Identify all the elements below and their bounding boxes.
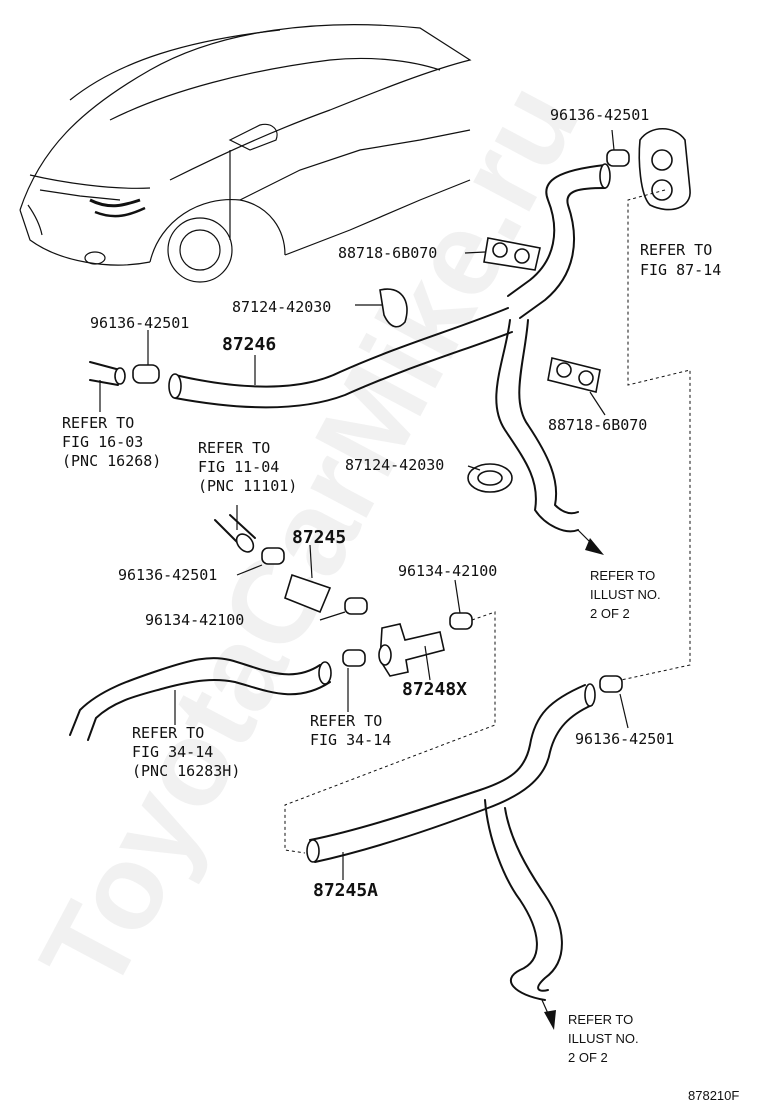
label-ref34a-1: REFER TO [132,724,204,742]
label-ref34a-3: (PNC 16283H) [132,762,240,780]
arrow-illust-1 [577,529,604,555]
figure-code: 878210F [688,1088,739,1103]
label-holder-mid: 88718-6B070 [548,416,647,434]
label-ref34b-2: FIG 34-14 [310,731,391,749]
label-illust-2: ILLUST NO. [590,587,661,602]
car-illustration [19,24,472,283]
label-illust-3: 2 OF 2 [590,606,630,621]
clamp-small-upper [355,288,408,328]
label-clamp-lower: 96136-42501 [575,730,674,748]
label-grommet-ref-1: REFER TO [640,241,712,259]
label-clamp-b-right: 96134-42100 [398,562,497,580]
label-clamp-small-upper: 87124-42030 [232,298,331,316]
label-illust-b2: ILLUST NO. [568,1031,639,1046]
label-illust-1: REFER TO [590,568,655,583]
label-hose-short: 87245 [292,527,346,548]
label-ref16-3: (PNC 16268) [62,452,161,470]
hose-87245A [306,675,629,1001]
clamp-top [606,129,630,167]
label-clamp-b-left: 96134-42100 [145,611,244,629]
hose-87246 [168,163,611,533]
label-ref16-1: REFER TO [62,414,134,432]
label-illust-b1: REFER TO [568,1012,633,1027]
label-ref11-3: (PNC 11101) [198,477,297,495]
holder-mid [547,357,606,416]
label-ref34a-2: FIG 34-14 [132,743,213,761]
label-holder-upper: 88718-6B070 [338,244,437,262]
label-clamp-small-mid: 87124-42030 [345,456,444,474]
holder-upper [464,237,541,271]
label-clamp-top: 96136-42501 [550,106,649,124]
label-illust-b3: 2 OF 2 [568,1050,608,1065]
label-ref16-2: FIG 16-03 [62,433,143,451]
label-joint: 87248X [402,679,467,700]
arrow-illust-2 [541,999,556,1030]
label-hose-lower: 87245A [313,880,378,901]
label-clamp-a: 96136-42501 [118,566,217,584]
grommet [638,127,691,211]
label-ref11-1: REFER TO [198,439,270,457]
lower-left-hose [69,657,332,741]
label-grommet-ref-2: FIG 87-14 [640,261,721,279]
label-ref34b-1: REFER TO [310,712,382,730]
clamp-left [89,330,256,412]
label-hose-upper: 87246 [222,334,276,355]
short-hose-parts [214,189,691,854]
label-clamp-left: 96136-42501 [90,314,189,332]
clamp-small-mid [467,463,513,493]
label-ref11-2: FIG 11-04 [198,458,279,476]
